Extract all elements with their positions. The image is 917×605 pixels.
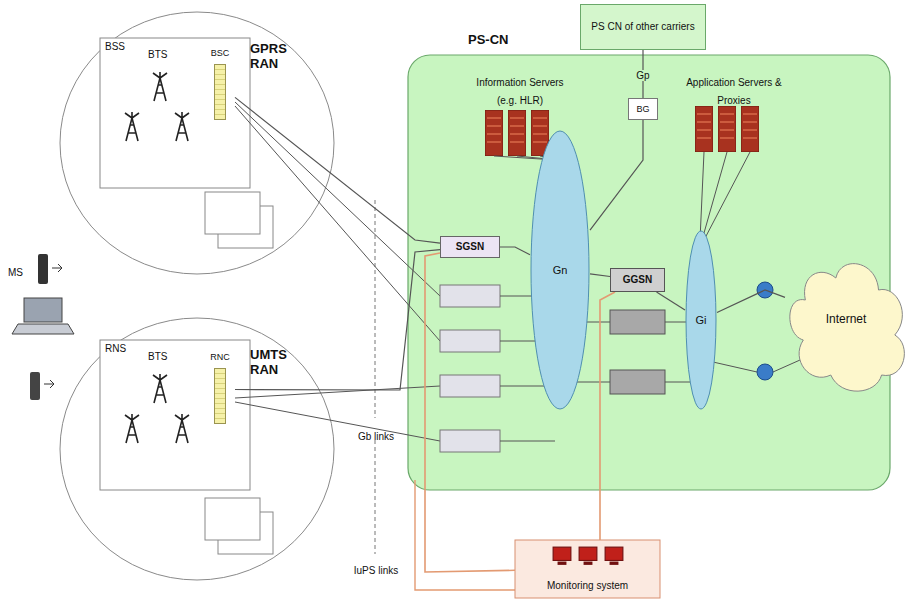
diagram-label: Application Servers & Proxies [686,77,782,106]
ellipse-outline [686,231,716,409]
node-label: BSC [205,48,235,58]
diagram-label: Information Servers (e.g. HLR) [476,77,563,106]
sgsn-box: SGSN [440,236,500,258]
node-label: GGSN [623,274,652,286]
controller-node: RNC [205,352,235,427]
ellipse-outline [531,131,589,409]
node-label: UMTS RAN [250,348,312,378]
link-line [235,97,440,243]
node-label: RNS [105,343,145,355]
edge-label-holder: Gp [634,65,651,83]
subsystem-box: BSS BSC [100,38,250,188]
node-label: RNC [205,352,235,362]
gateway-box: BG [628,98,658,120]
subsystem-box: RNS RNC [100,340,250,490]
edge-label: Gp [634,70,651,81]
link-line [500,247,530,255]
internet-cloud: Internet [785,240,907,400]
node-label: GPRS RAN [250,42,312,72]
ggsn-box: GGSN [610,268,665,292]
backbone-ellipse: Gn [530,130,590,410]
node-label: Gn [553,264,568,277]
label-holder: MS [8,262,34,280]
monitoring-box: Monitoring system [515,540,660,598]
diagram-label: BTS [148,49,167,60]
node-label: SGSN [456,241,484,253]
ran-region: GPRS RAN BSS BSC [60,12,335,274]
link-line [717,290,785,313]
link-line [600,292,615,540]
label-holder: Information Servers (e.g. HLR) [466,72,574,108]
label-holder: BTS [148,346,180,364]
node-label: Gi [696,314,707,327]
node-label: Internet [826,313,867,327]
link-line [590,120,643,230]
label-holder: Gb links [356,426,396,444]
node-label: Monitoring system [515,580,660,592]
diagram-label: Gb links [358,431,394,442]
cloud-outline [790,264,905,392]
backbone-ellipse: Gi [685,230,717,410]
diagram-label: IuPS links [354,565,398,576]
label-holder: Application Servers & Proxies [672,72,796,108]
label-holder: BTS [148,44,180,62]
controller-bar [214,368,226,424]
node-label: BG [636,104,649,114]
node-label: PS-CN [468,33,548,48]
carrier-network-box: PS CN of other carriers [580,4,706,50]
link-line [235,250,440,390]
ran-region: UMTS RAN RNS RNC [60,318,335,580]
diagram-label: MS [8,267,23,278]
controller-bar [214,64,226,120]
link-line [590,274,610,277]
diagram-label: BTS [148,351,167,362]
node-label: PS CN of other carriers [591,21,694,33]
label-holder: IuPS links [352,560,400,578]
node-label: BSS [105,41,145,53]
link-line [657,292,686,310]
controller-node: BSC [205,48,235,123]
link-line [425,253,515,572]
